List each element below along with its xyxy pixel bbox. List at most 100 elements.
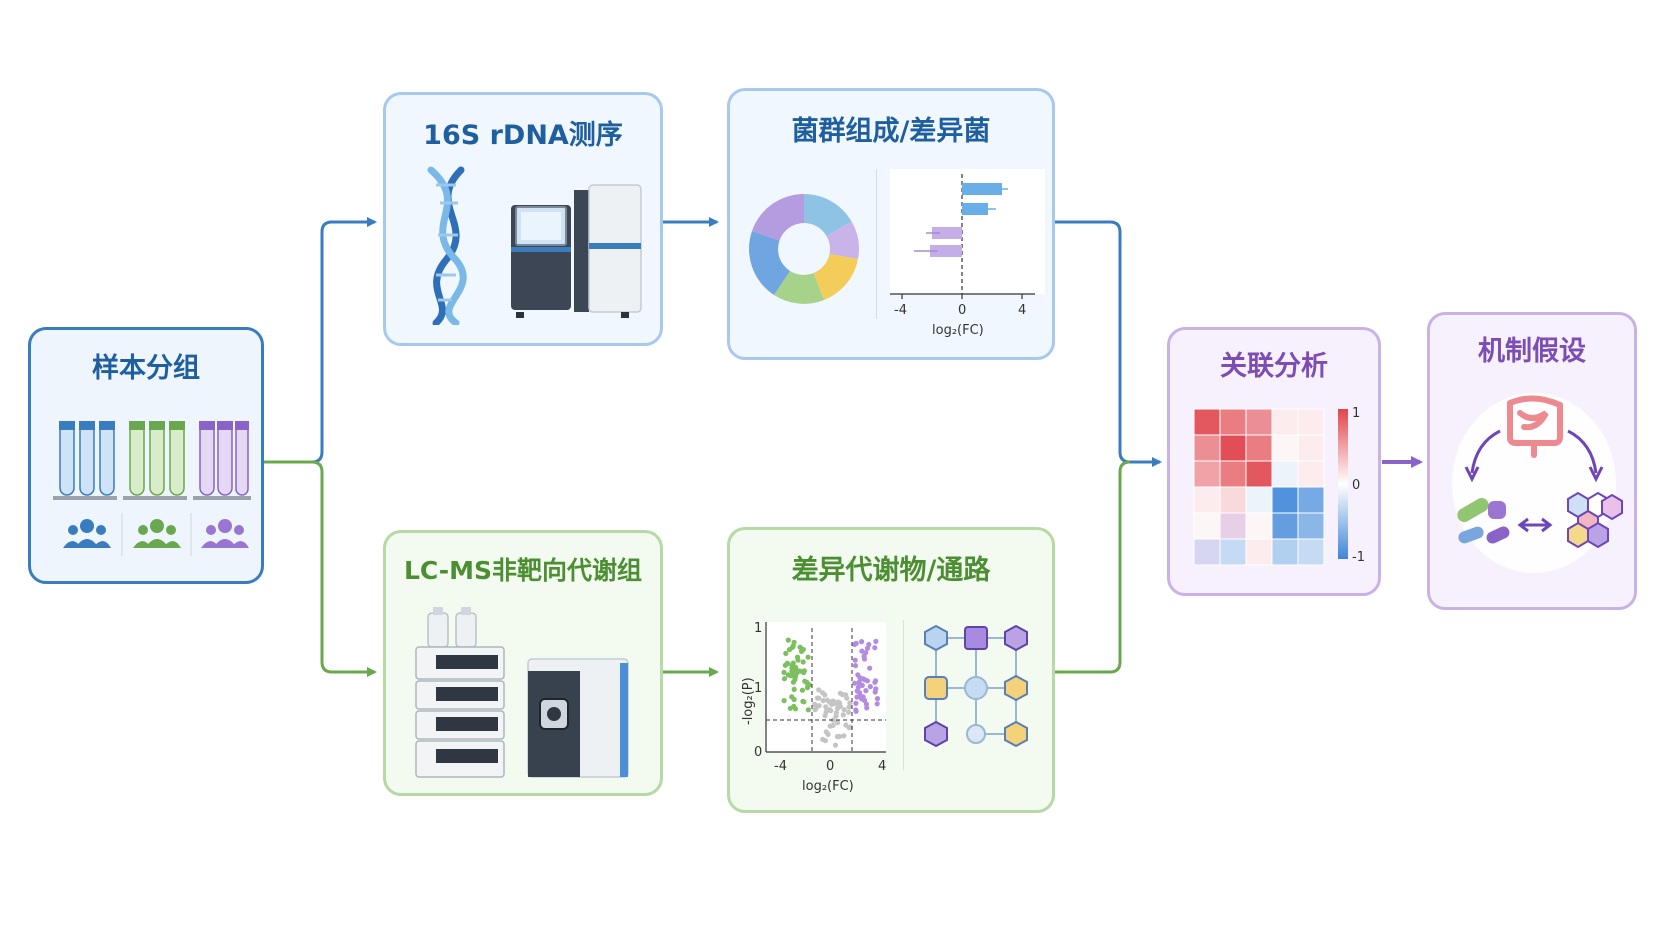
correlation-heatmap: 1 0 -1 (1193, 406, 1365, 566)
volcano-point (785, 637, 791, 643)
x-tick-label: 0 (826, 759, 834, 774)
volcano-point (789, 644, 796, 650)
volcano-point (828, 708, 834, 714)
volcano-point (840, 692, 846, 698)
heatmap-cell (1219, 460, 1247, 488)
volcano-point (806, 682, 812, 688)
metabolite-molecule-icon (1567, 491, 1623, 549)
volcano-point (794, 654, 801, 660)
microbial-composition-title: 菌群组成/差异菌 (791, 116, 991, 147)
volcano-point (867, 665, 873, 671)
heatmap-cell (1297, 512, 1325, 540)
heatmap-cell (1271, 538, 1299, 566)
volcano-point (860, 694, 866, 700)
pathway-node (1004, 674, 1028, 702)
x-tick-label: -4 (774, 759, 787, 774)
heatmap-cell (1219, 512, 1247, 540)
volcano-point (824, 707, 830, 713)
volcano-point (872, 645, 878, 651)
volcano-point (791, 696, 797, 703)
solvent-bottles-icon (427, 607, 477, 648)
sample-group-title: 样本分组 (92, 353, 200, 384)
heatmap-cell (1219, 486, 1247, 514)
volcano-point (783, 650, 789, 656)
heatmap-cell (1193, 434, 1221, 462)
volcano-point (781, 698, 787, 704)
volcano-point (854, 688, 860, 694)
volcano-point (800, 698, 806, 704)
volcano-point (822, 738, 829, 744)
volcano-point (830, 722, 836, 728)
volcano-point (864, 705, 870, 711)
people-icon-purple (201, 519, 249, 548)
seq-16s-box: 16S rDNA测序 (383, 92, 663, 346)
donut-slice-1 (804, 194, 852, 236)
volcano-point (832, 742, 839, 748)
heatmap-cell (1245, 512, 1273, 540)
volcano-point (816, 695, 822, 701)
cycle-arrow-right (1567, 429, 1598, 474)
intestine-icon (1507, 395, 1563, 458)
donut-slice-3 (813, 254, 858, 300)
heatmap-cell (1297, 434, 1325, 462)
tick-label: 4 (1018, 303, 1026, 318)
volcano-point (793, 664, 799, 670)
volcano-point (820, 698, 826, 704)
volcano-point (872, 689, 878, 695)
volcano-point (859, 648, 865, 654)
donut-slice-6 (752, 193, 804, 241)
volcano-point (833, 701, 839, 707)
volcano-point (801, 668, 807, 674)
sample-tubes-illustration (53, 421, 251, 556)
chart-divider (903, 620, 904, 770)
y-tick-label: 1 (754, 681, 762, 696)
volcano-point (830, 717, 836, 723)
volcano-point (867, 684, 873, 690)
volcano-point (781, 669, 787, 675)
volcano-point (781, 676, 788, 682)
mechanism-box: 机制假设 (1427, 312, 1637, 610)
lcms-box: LC-MS非靶向代谢组 (383, 530, 663, 796)
bar-taxon-1 (962, 183, 1002, 195)
heatmap-cell (1297, 486, 1325, 514)
people-icon-green (133, 519, 181, 548)
pathway-node (1004, 720, 1028, 748)
tick-label: 0 (958, 303, 966, 318)
purple-tube-group (193, 421, 251, 500)
volcano-point (813, 705, 819, 711)
heatmap-cell (1193, 408, 1221, 436)
pathway-node (966, 724, 986, 744)
heatmap-cell (1271, 408, 1299, 436)
x-tick-label: 4 (878, 759, 886, 774)
cycle-arrow-left (1470, 429, 1501, 474)
sequencer-instrument-icon (511, 184, 642, 318)
heatmap-cell (1297, 408, 1325, 436)
lcms-title: LC-MS非靶向代谢组 (403, 556, 643, 585)
volcano-point (859, 639, 865, 645)
volcano-point (861, 653, 867, 659)
volcano-point (787, 705, 793, 711)
volcano-point (840, 712, 846, 718)
volcano-point (863, 688, 869, 694)
volcano-point (785, 661, 791, 667)
volcano-point (800, 659, 806, 665)
donut-slice-4 (774, 271, 824, 304)
heatmap-cell (1271, 460, 1299, 488)
pathway-node (924, 624, 948, 652)
seq-16s-title: 16S rDNA测序 (423, 120, 623, 151)
volcano-point (788, 673, 794, 679)
pathway-node (924, 676, 948, 700)
axis-label: log₂(FC) (932, 323, 984, 338)
heatmap-cell (1271, 434, 1299, 462)
volcano-point (847, 700, 853, 706)
scale-tick-label: 1 (1352, 406, 1360, 421)
volcano-point (863, 701, 869, 707)
bidirectional-arrow-icon (1517, 517, 1553, 533)
pathway-node (1004, 624, 1028, 652)
scale-tick-label: -1 (1352, 550, 1365, 565)
volcano-point (846, 709, 852, 715)
sample-group-box: 样本分组 (28, 327, 264, 584)
arrow-sample-to-16s (262, 217, 377, 464)
heatmap-color-scale (1338, 409, 1348, 559)
